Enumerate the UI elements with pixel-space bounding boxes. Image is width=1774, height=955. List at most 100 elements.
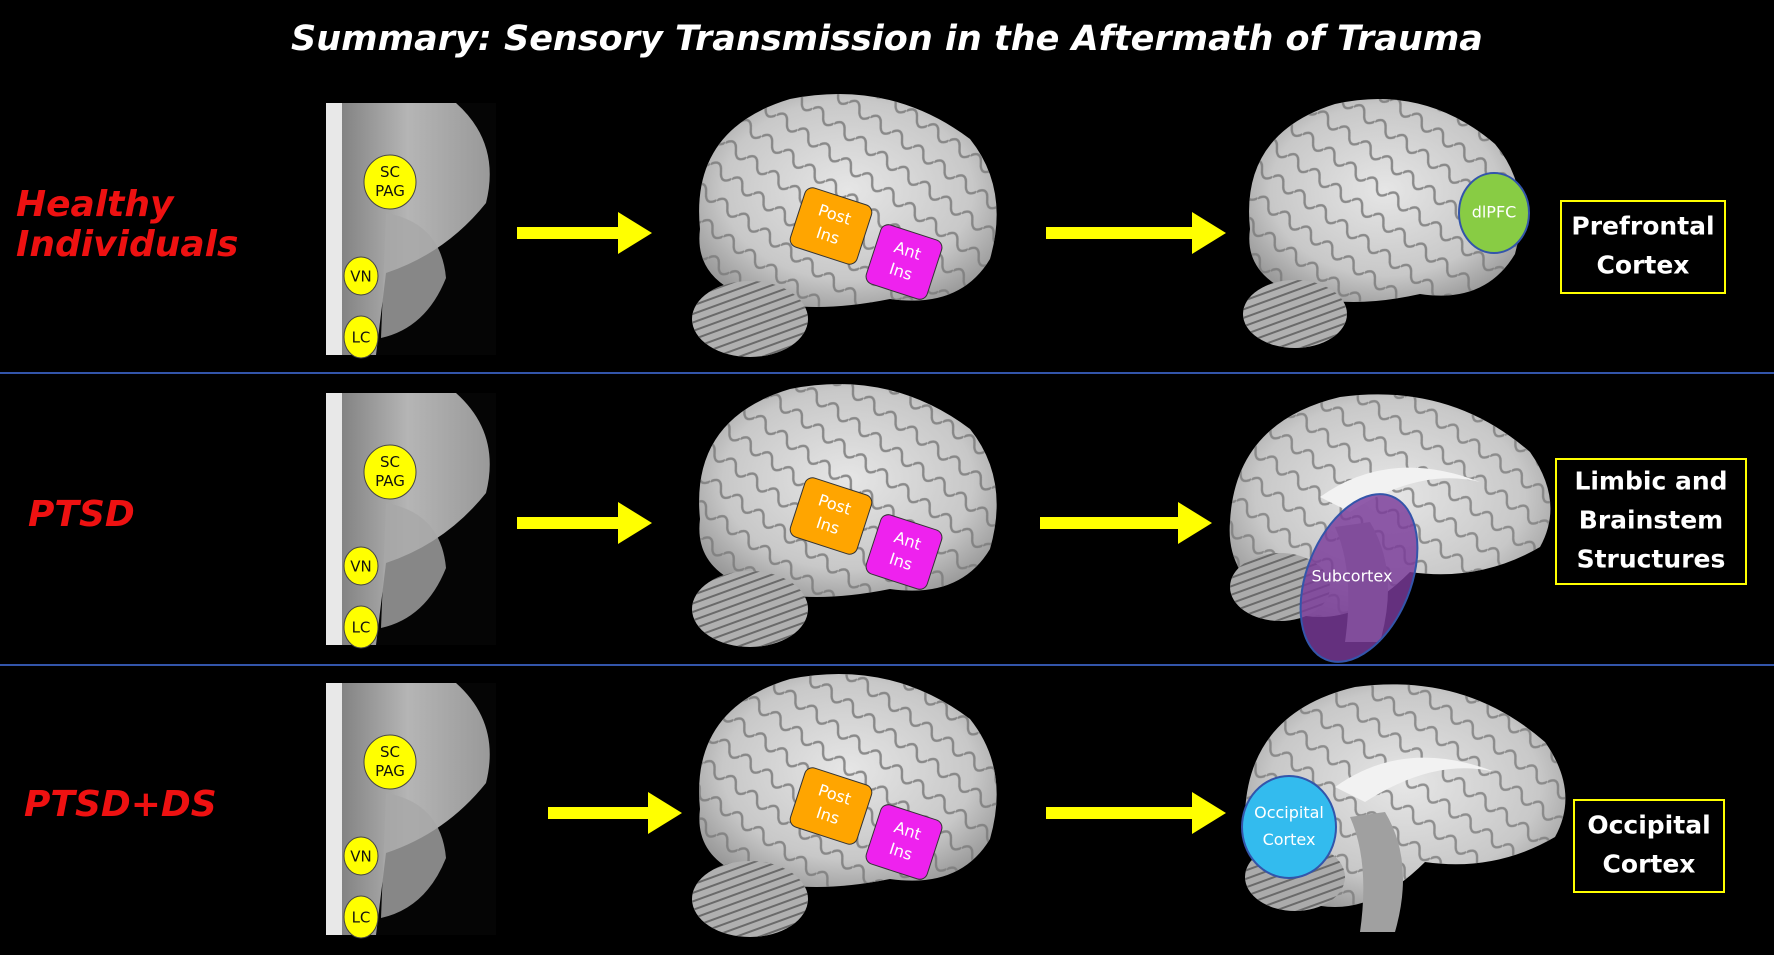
target-brain: Subcortex	[1229, 394, 1551, 663]
arrow-brainstem-to-insula	[548, 792, 682, 834]
sc-pag-label-line: PAG	[375, 472, 405, 490]
destination-box-frame	[1555, 458, 1747, 585]
arrow-insula-to-target-head	[1192, 212, 1226, 254]
sc-pag-marker	[363, 154, 417, 210]
diagram-title: Summary: Sensory Transmission in the Aft…	[291, 19, 1483, 59]
target-cerebellum-folia	[1243, 280, 1347, 348]
subcortex-region-icon	[1299, 493, 1419, 663]
corpus-callosum	[1335, 757, 1495, 802]
vn-label-line: VN	[350, 268, 371, 286]
anterior-insula: AntIns	[865, 804, 943, 880]
midline-strip	[326, 103, 342, 355]
lc-label: LC	[352, 619, 371, 637]
dlpfc-region-icon	[1458, 172, 1530, 254]
vn-label: VN	[350, 268, 371, 286]
destination-box-label-line: Prefrontal	[1571, 212, 1714, 241]
target-region-label-line: Subcortex	[1312, 567, 1393, 586]
destination-box-frame	[1560, 200, 1726, 294]
destination-box-label-line: Brainstem	[1579, 506, 1723, 535]
arrow-brainstem-to-insula-head	[648, 792, 682, 834]
anterior-insula-box	[865, 804, 943, 880]
destination-box-frame	[1573, 799, 1725, 893]
posterior-insula-box	[789, 477, 873, 555]
group-label-line: Healthy	[16, 184, 175, 225]
lc-label-line: LC	[352, 329, 371, 347]
group-label-line: PTSD+DS	[24, 784, 217, 825]
sc-pag-label-line: SC	[380, 453, 400, 471]
sc-pag-label-line: SC	[380, 163, 400, 181]
midline-strip	[326, 393, 342, 645]
cerebellum-folia	[692, 571, 808, 647]
group-label-line: PTSD	[28, 494, 135, 535]
occipital-region-icon	[1241, 775, 1337, 879]
posterior-insula: PostIns	[789, 187, 873, 265]
sc-pag-label-line: PAG	[375, 182, 405, 200]
pons-tissue	[381, 503, 446, 628]
lc-marker	[343, 315, 379, 359]
anterior-insula-box	[865, 224, 943, 300]
target-region-label-line: dlPFC	[1472, 203, 1517, 222]
posterior-insula: PostIns	[789, 477, 873, 555]
vn-label-line: VN	[350, 558, 371, 576]
arrow-brainstem-to-insula	[517, 212, 652, 254]
lc-marker	[343, 605, 379, 649]
arrow-insula-to-target-shaft	[1040, 517, 1182, 529]
lc-label: LC	[352, 329, 371, 347]
target-brainstem	[1350, 812, 1403, 932]
destination-box-label-line: Occipital	[1587, 811, 1710, 840]
target-brain: dlPFC	[1243, 99, 1530, 348]
arrow-insula-to-target-head	[1178, 502, 1212, 544]
cerebellum-folia	[692, 861, 808, 937]
sc-pag-marker	[363, 734, 417, 790]
group-label-line: Individuals	[16, 224, 238, 265]
arrow-insula-to-target-shaft	[1046, 227, 1196, 239]
vn-marker	[343, 546, 379, 586]
target-region-label: dlPFC	[1472, 203, 1517, 222]
arrow-insula-to-target-head	[1192, 792, 1226, 834]
destination-box-label-line: Structures	[1577, 545, 1726, 574]
pons-tissue	[381, 793, 446, 918]
group-label: PTSD+DS	[24, 784, 217, 825]
vn-label-line: VN	[350, 848, 371, 866]
destination-box-label-line: Limbic and	[1574, 467, 1727, 496]
posterior-insula-box	[789, 187, 873, 265]
target-region-label: Subcortex	[1312, 567, 1393, 586]
arrow-brainstem-to-insula-shaft	[517, 517, 622, 529]
lc-marker	[343, 895, 379, 939]
vn-marker	[343, 836, 379, 876]
target-region-label-line: Cortex	[1263, 830, 1316, 849]
destination-box-label-line: Cortex	[1597, 251, 1690, 280]
arrow-brainstem-to-insula-shaft	[548, 807, 652, 819]
arrow-brainstem-to-insula-shaft	[517, 227, 622, 239]
lc-label-line: LC	[352, 909, 371, 927]
arrow-insula-to-target	[1040, 502, 1212, 544]
arrow-brainstem-to-insula-head	[618, 502, 652, 544]
arrow-insula-to-target-shaft	[1046, 807, 1196, 819]
target-region-label-line: Occipital	[1254, 803, 1324, 822]
arrow-brainstem-to-insula-head	[618, 212, 652, 254]
vn-label: VN	[350, 558, 371, 576]
posterior-insula: PostIns	[789, 767, 873, 845]
destination-box-label-line: Cortex	[1603, 850, 1696, 879]
anterior-insula-box	[865, 514, 943, 590]
vn-label: VN	[350, 848, 371, 866]
sc-pag-label-line: SC	[380, 743, 400, 761]
midline-strip	[326, 683, 342, 935]
